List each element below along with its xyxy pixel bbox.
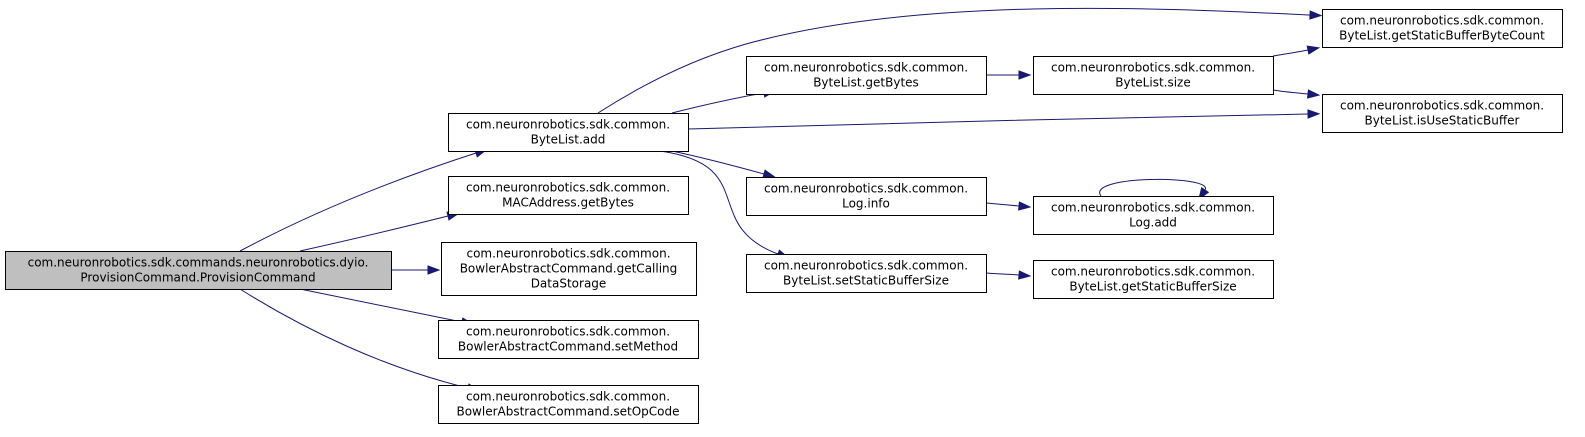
edge-line <box>671 92 765 114</box>
nodes-layer: com.neuronrobotics.sdk.commands.neuronro… <box>5 9 1563 424</box>
node-bl-getstaticbuffersize[interactable]: com.neuronrobotics.sdk.common.ByteList.g… <box>1033 260 1274 299</box>
node-label-line: MACAddress.getBytes <box>502 196 634 210</box>
arrowhead-icon <box>762 169 777 179</box>
node-label-line: com.neuronrobotics.sdk.common. <box>764 61 968 75</box>
node-box <box>1033 196 1274 235</box>
edge-root-to-mac_getbytes <box>299 211 461 252</box>
arrowhead-icon <box>1018 70 1032 80</box>
node-box <box>746 254 987 293</box>
edge-line <box>239 288 469 389</box>
edge-bl_size-to-bl_getstaticbufferbytecount <box>1272 45 1321 57</box>
node-bl-add[interactable]: com.neuronrobotics.sdk.common.ByteList.a… <box>448 113 689 152</box>
edge-bl_add-to-bl_getstaticbufferbytecount <box>597 7 1323 114</box>
node-label-line: ByteList.setStaticBufferSize <box>783 274 949 288</box>
edge-line <box>299 288 463 323</box>
node-label-line: DataStorage <box>531 277 607 291</box>
arrowhead-icon <box>1306 45 1321 55</box>
node-box <box>1322 9 1563 48</box>
node-log-info[interactable]: com.neuronrobotics.sdk.common.Log.info <box>746 177 987 216</box>
node-box <box>1322 94 1563 133</box>
node-label-line: com.neuronrobotics.sdk.common. <box>1051 265 1255 279</box>
arrowhead-icon <box>1307 109 1321 119</box>
node-label-line: ByteList.size <box>1115 76 1190 90</box>
node-bl-getbytes[interactable]: com.neuronrobotics.sdk.common.ByteList.g… <box>746 56 987 95</box>
node-box <box>448 176 689 215</box>
edge-line <box>985 202 1020 207</box>
node-label-line: Log.add <box>1129 216 1177 230</box>
edge-line <box>597 7 1311 114</box>
node-label-line: ByteList.add <box>531 133 606 147</box>
edge-root-to-bac_getcalling <box>391 265 441 275</box>
arrowhead-icon <box>1018 270 1032 280</box>
node-label-line: Log.info <box>842 197 890 211</box>
node-log-add[interactable]: com.neuronrobotics.sdk.common.Log.add <box>1033 196 1274 235</box>
node-bac-setopcode[interactable]: com.neuronrobotics.sdk.common.BowlerAbst… <box>438 385 699 424</box>
node-label-line: com.neuronrobotics.sdk.common. <box>764 259 968 273</box>
node-label-line: com.neuronrobotics.sdk.common. <box>466 118 670 132</box>
arrowhead-icon <box>427 265 441 275</box>
node-box <box>441 242 697 296</box>
node-label-line: ByteList.isUseStaticBuffer <box>1365 114 1520 128</box>
node-label-line: com.neuronrobotics.sdk.common. <box>764 182 968 196</box>
edge-bl_setstaticbuffersize-to-bl_getstaticbuffersize <box>985 270 1032 280</box>
node-bl-isusestaticbuffer[interactable]: com.neuronrobotics.sdk.common.ByteList.i… <box>1322 94 1563 133</box>
node-label-line: ByteList.getStaticBufferSize <box>1069 280 1236 294</box>
arrowhead-icon <box>1018 201 1032 211</box>
arrowhead-icon <box>1307 89 1321 99</box>
node-box <box>438 320 699 359</box>
node-label-line: com.neuronrobotics.sdk.commands.neuronro… <box>28 256 369 270</box>
edge-log_info-to-log_add <box>985 201 1032 211</box>
node-bac-getcalling[interactable]: com.neuronrobotics.sdk.common.BowlerAbst… <box>441 242 697 296</box>
node-label-line: com.neuronrobotics.sdk.common. <box>466 181 670 195</box>
node-label-line: BowlerAbstractCommand.setMethod <box>458 340 678 354</box>
edge-bl_getbytes-to-bl_size <box>985 70 1032 80</box>
node-label-line: com.neuronrobotics.sdk.common. <box>1051 201 1255 215</box>
edge-bl_add-to-bl_isusestaticbuffer <box>687 109 1321 130</box>
node-label-line: BowlerAbstractCommand.setOpCode <box>456 405 679 419</box>
edge-line <box>1099 178 1206 197</box>
node-box <box>448 113 689 152</box>
node-bac-setmethod[interactable]: com.neuronrobotics.sdk.common.BowlerAbst… <box>438 320 699 359</box>
node-label-line: com.neuronrobotics.sdk.common. <box>1340 99 1544 113</box>
edge-line <box>239 152 477 252</box>
node-bl-getstaticbufferbytecount[interactable]: com.neuronrobotics.sdk.common.ByteList.g… <box>1322 9 1563 48</box>
node-box <box>5 251 392 290</box>
node-label-line: BowlerAbstractCommand.getCalling <box>460 262 678 276</box>
node-box <box>438 385 699 424</box>
node-label-line: ByteList.getBytes <box>813 76 919 90</box>
node-box <box>1033 260 1274 299</box>
node-box <box>746 56 987 95</box>
node-label-line: ByteList.getStaticBufferByteCount <box>1339 29 1545 43</box>
arrowhead-icon <box>1309 10 1323 20</box>
node-box <box>746 177 987 216</box>
node-label-line: com.neuronrobotics.sdk.common. <box>1340 14 1544 28</box>
edge-line <box>985 272 1020 276</box>
node-label-line: ProvisionCommand.ProvisionCommand <box>80 271 315 285</box>
edge-line <box>671 150 765 175</box>
node-box <box>1033 56 1274 95</box>
node-label-line: com.neuronrobotics.sdk.common. <box>466 325 670 339</box>
edge-line <box>299 215 449 252</box>
edge-line <box>1272 89 1309 95</box>
edge-line <box>1272 49 1309 57</box>
node-bl-setstaticbuffersize[interactable]: com.neuronrobotics.sdk.common.ByteList.s… <box>746 254 987 293</box>
edge-line <box>687 113 1309 130</box>
node-label-line: com.neuronrobotics.sdk.common. <box>1051 61 1255 75</box>
node-mac-getbytes[interactable]: com.neuronrobotics.sdk.common.MACAddress… <box>448 176 689 215</box>
node-label-line: com.neuronrobotics.sdk.common. <box>466 390 670 404</box>
node-bl-size[interactable]: com.neuronrobotics.sdk.common.ByteList.s… <box>1033 56 1274 95</box>
node-root[interactable]: com.neuronrobotics.sdk.commands.neuronro… <box>5 251 392 290</box>
edge-bl_size-to-bl_isusestaticbuffer <box>1272 89 1321 99</box>
node-label-line: com.neuronrobotics.sdk.common. <box>466 247 670 261</box>
edge-line <box>659 150 779 255</box>
edge-bl_add-to-log_info <box>671 150 777 179</box>
